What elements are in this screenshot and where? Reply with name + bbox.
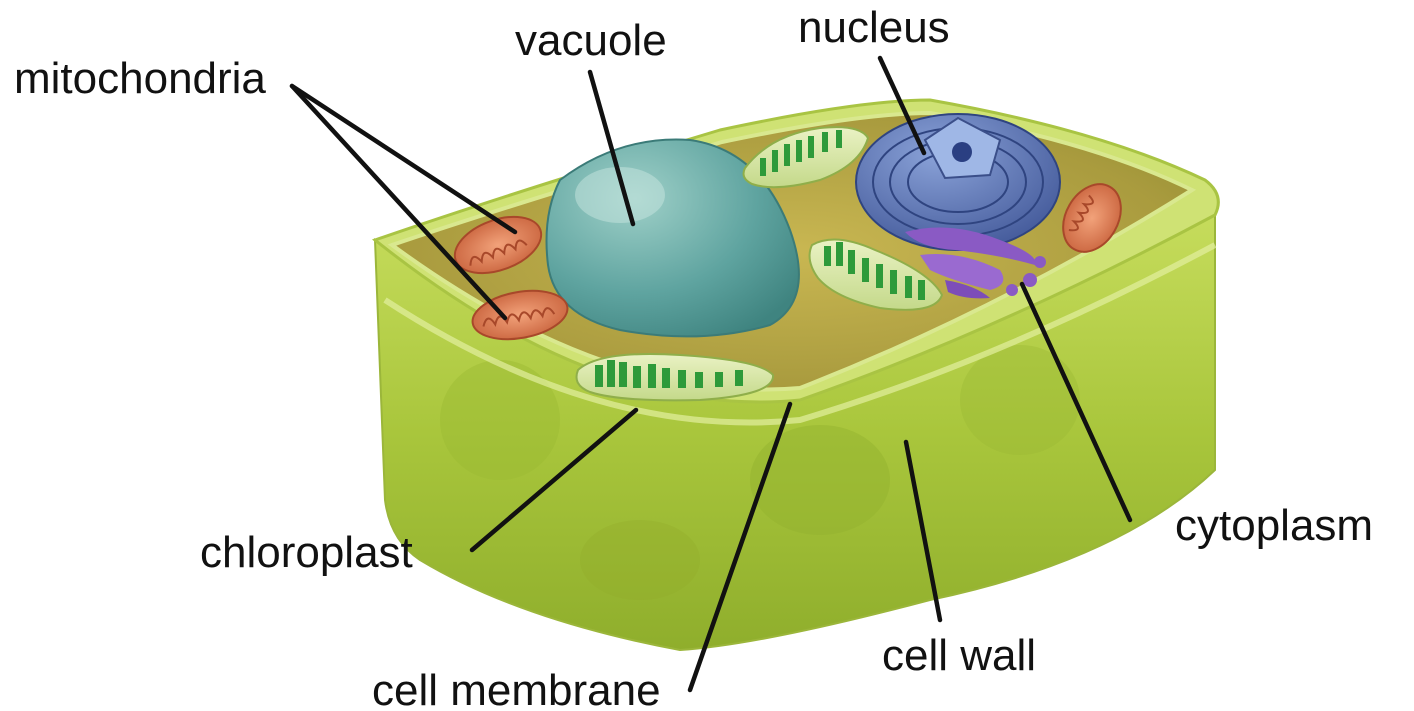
label-nucleus: nucleus xyxy=(798,3,950,52)
label-cell-wall: cell wall xyxy=(882,631,1036,680)
label-cell-membrane: cell membrane xyxy=(372,666,661,711)
label-mitochondria: mitochondria xyxy=(14,54,266,103)
label-cytoplasm: cytoplasm xyxy=(1175,501,1373,550)
label-chloroplast: chloroplast xyxy=(200,528,413,577)
label-vacuole: vacuole xyxy=(515,16,667,65)
